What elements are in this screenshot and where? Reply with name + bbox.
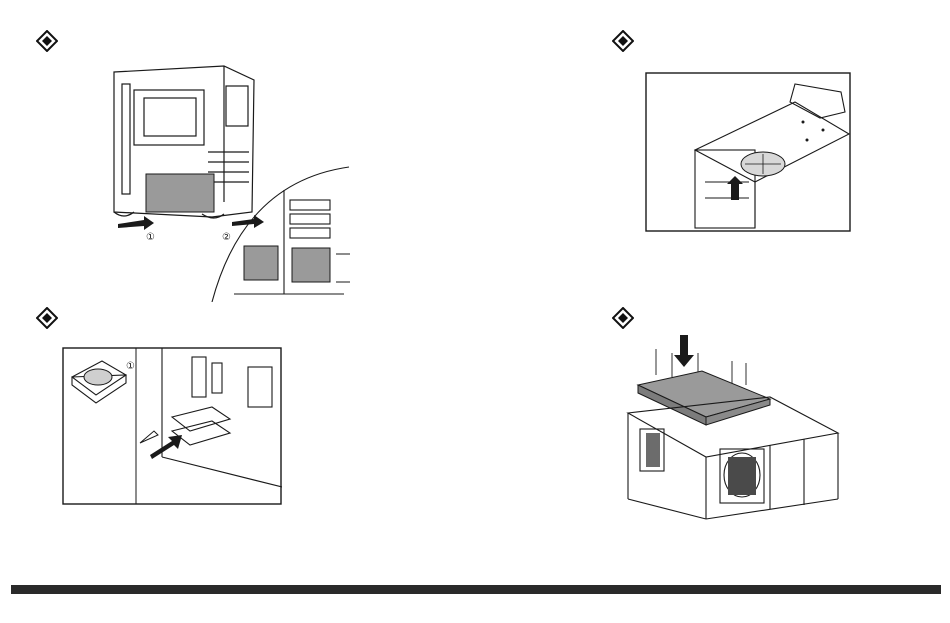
step-1-illustration: ① ② [104,62,354,302]
diamond-bullet-icon [612,307,634,329]
diamond-bullet-icon [36,30,58,52]
diamond-bullet-icon [612,30,634,52]
step-4-illustration [620,333,842,523]
step-2-illustration [645,72,851,232]
step-3-illustration: ① [62,347,282,505]
callout-1: ① [126,361,135,372]
footer-bar [11,585,941,594]
callout-1: ① [146,232,155,243]
diamond-bullet-icon [36,307,58,329]
callout-2: ② [222,232,231,243]
